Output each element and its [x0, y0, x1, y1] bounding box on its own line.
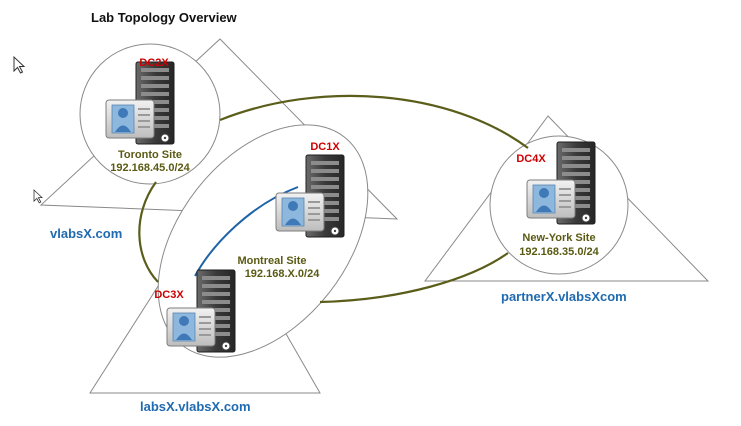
link-toronto-labs — [138, 181, 159, 283]
domain-partner-label: partnerX.vlabsXcom — [501, 289, 627, 304]
domain-vlabs-label: vlabsX.com — [50, 226, 122, 241]
server-dc1: DC1X — [275, 141, 345, 238]
dc2-label: DC2X — [139, 57, 169, 69]
toronto-site-label: Toronto Site — [118, 149, 182, 161]
server-dc3: DC3X — [154, 269, 236, 353]
server-dc4: DC4X New-York Site 192.168.35.0/24 — [516, 141, 600, 258]
newyork-site-label: New-York Site — [522, 232, 595, 244]
montreal-site-label: Montreal Site — [237, 255, 306, 267]
dc1-label: DC1X — [310, 141, 340, 153]
dc3-label: DC3X — [154, 289, 184, 301]
mouse-pointer-icon — [33, 189, 43, 204]
dc4-label: DC4X — [516, 153, 546, 165]
link-toronto-newyork — [219, 94, 529, 149]
montreal-subnet-label: 192.168.X.0/24 — [245, 268, 321, 280]
toronto-subnet-label: 192.168.45.0/24 — [110, 162, 190, 174]
domain-labs-label: labsX.vlabsX.com — [140, 399, 251, 414]
server-dc2: DC2X Toronto Site 192.168.45.0/24 — [105, 57, 191, 174]
link-montreal-newyork — [319, 252, 509, 304]
newyork-subnet-label: 192.168.35.0/24 — [519, 246, 599, 258]
diagram-title: Lab Topology Overview — [91, 10, 238, 25]
mouse-pointer-icon — [13, 56, 25, 74]
